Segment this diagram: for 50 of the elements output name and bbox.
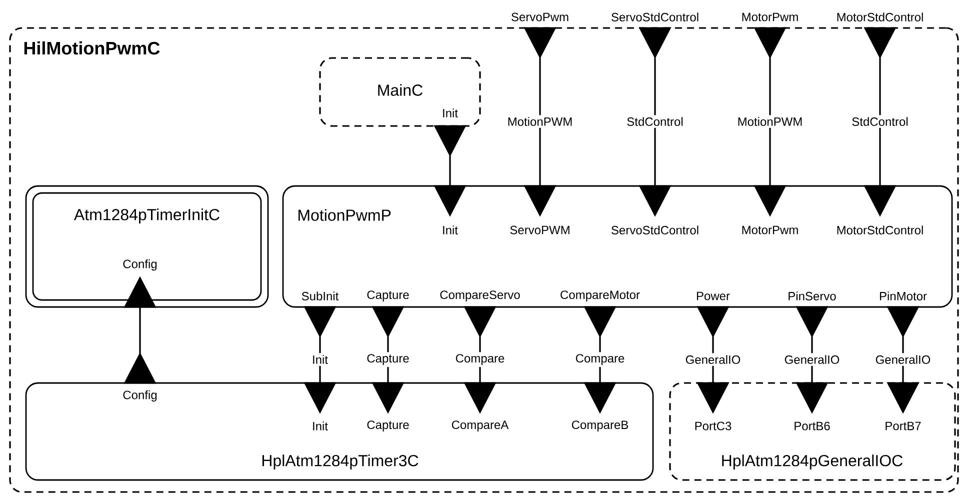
wire <box>124 277 156 384</box>
port-name: MotorPwm <box>742 226 798 234</box>
port-name: Power <box>697 292 730 300</box>
port-name: ServoPWM <box>510 226 570 234</box>
wire <box>524 26 556 216</box>
wire <box>584 306 616 413</box>
edge-label: StdControl <box>850 115 910 128</box>
edge-label: MotionPWM <box>735 115 805 128</box>
port-name: PortC3 <box>695 422 732 430</box>
port-name: CompareA <box>452 420 509 432</box>
port-name: MotorPwm <box>742 12 798 22</box>
port-name: CompareB <box>572 420 628 432</box>
edge-label: GeneralIO <box>873 353 933 366</box>
wire <box>304 306 336 413</box>
port-name: CompareMotor <box>560 290 640 302</box>
port-name: CompareServo <box>440 290 520 302</box>
wire <box>697 306 730 413</box>
port-name: ServoPwm <box>512 12 568 22</box>
edge-label: StdControl <box>624 115 686 128</box>
edge-label: GeneralIO <box>683 353 743 366</box>
wire <box>372 306 404 413</box>
wire <box>434 125 466 216</box>
port-name: MotorStdControl <box>837 226 923 234</box>
edge-label: GeneralIO <box>782 353 842 366</box>
port-name: SubInit <box>302 292 339 300</box>
edge-label: Capture <box>364 352 412 367</box>
edge-label: MotionPWM <box>505 115 575 128</box>
port-name: Init <box>443 226 458 234</box>
port-name: PinServo <box>788 292 836 300</box>
wire <box>639 26 672 216</box>
port-name: Capture <box>367 290 409 302</box>
wire <box>796 306 828 413</box>
port-name: PinMotor <box>880 292 927 300</box>
edge-label: Init <box>310 353 330 366</box>
port-name: PortB7 <box>886 422 921 430</box>
port-name: Config <box>123 259 157 271</box>
port-name: Capture <box>367 420 409 432</box>
edge-label: Compare <box>573 352 627 367</box>
port-name: Init <box>443 108 458 118</box>
wire <box>754 26 786 216</box>
wire <box>464 306 496 413</box>
port-name: ServoStdControl <box>612 226 698 234</box>
port-name: Init <box>313 422 328 430</box>
wire <box>864 26 896 216</box>
port-name: PortB6 <box>794 422 830 430</box>
port-name: MotorStdControl <box>837 12 923 22</box>
wire <box>887 306 920 413</box>
port-name: Config <box>123 390 157 402</box>
port-name: ServoStdControl <box>612 12 698 22</box>
edge-label: Compare <box>453 352 507 367</box>
